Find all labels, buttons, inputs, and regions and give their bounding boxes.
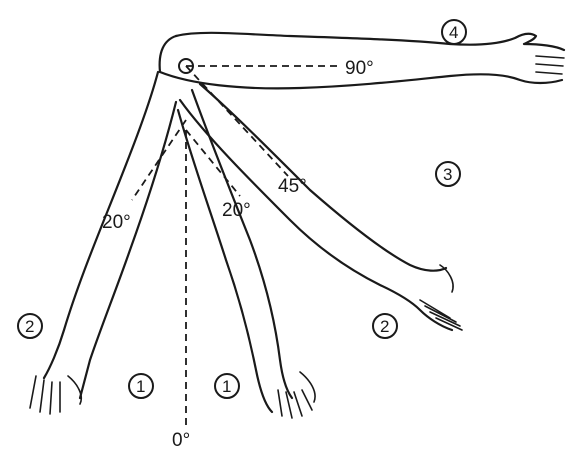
zone-1-left-badge: 1 bbox=[129, 374, 153, 398]
zone-4-badge: 4 bbox=[442, 20, 466, 44]
angle-20-right: 20° bbox=[222, 200, 251, 221]
zone-1-left: 1 bbox=[136, 377, 145, 396]
arm-20-degrees-right bbox=[178, 90, 315, 418]
zone-3-badge: 3 bbox=[436, 162, 460, 186]
angle-45: 45° bbox=[278, 176, 307, 197]
zone-1-right-badge: 1 bbox=[215, 374, 239, 398]
zone-3: 3 bbox=[443, 165, 452, 184]
angle-0: 0° bbox=[172, 430, 190, 451]
zone-1-right: 1 bbox=[222, 377, 231, 396]
zone-2-right-badge: 2 bbox=[373, 314, 397, 338]
angle-90: 90° bbox=[345, 58, 374, 79]
dashed-reference-lines bbox=[132, 66, 340, 425]
zone-2-right: 2 bbox=[380, 317, 389, 336]
zone-2-left-badge: 2 bbox=[18, 314, 42, 338]
zone-2-left: 2 bbox=[25, 317, 34, 336]
arm-20-degrees-left bbox=[30, 72, 176, 414]
angle-20-left: 20° bbox=[102, 212, 131, 233]
zone-4: 4 bbox=[449, 23, 458, 42]
